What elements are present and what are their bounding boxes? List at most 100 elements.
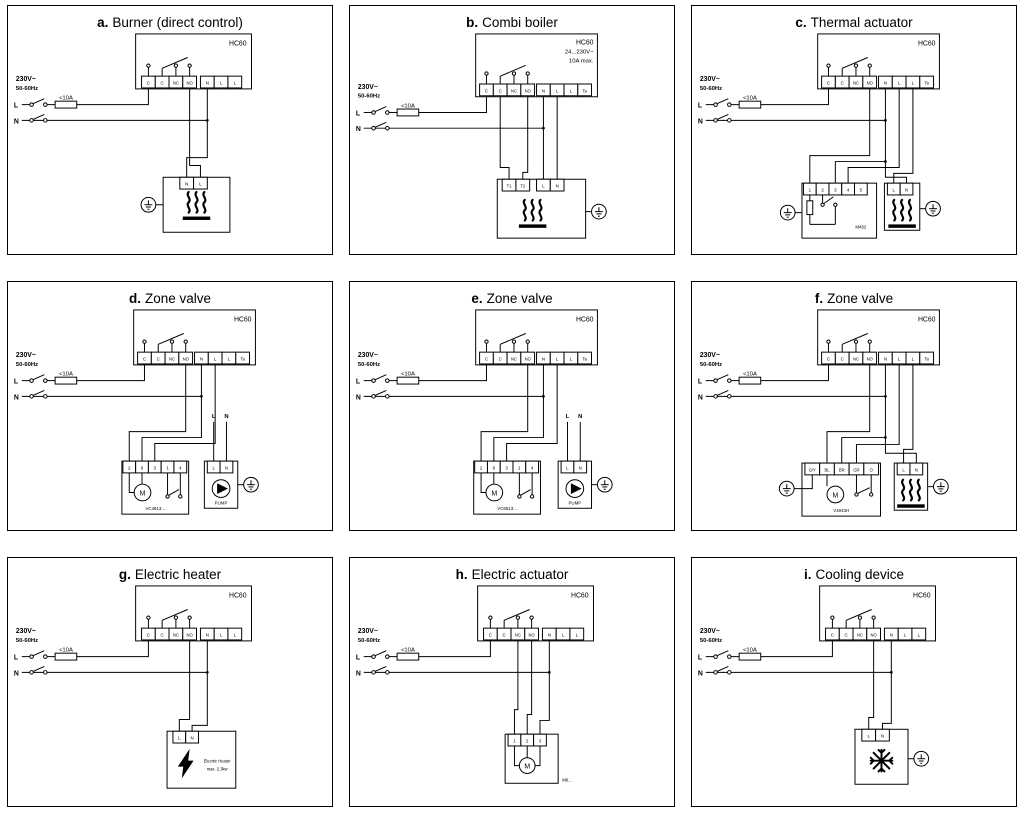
diagram-g: HC60 C C NC NO N L L 230V~ 50-60Hz L N <… <box>14 585 252 789</box>
voltage-label: 230V~ <box>16 76 36 83</box>
fuse-rating-label: <10A <box>59 372 73 378</box>
panel-name: Burner (direct control) <box>112 15 243 30</box>
ground-icon <box>591 203 607 220</box>
motor-icon <box>518 757 536 774</box>
switch-icon <box>29 665 48 675</box>
terminal-strip: C C NC NO N L L Ta <box>137 351 251 365</box>
terminal-label: C <box>161 80 165 85</box>
terminal-label: NO <box>529 632 535 637</box>
pump-load: L N L N PUMP <box>557 414 613 509</box>
fuse-rating-label: <10A <box>743 96 757 102</box>
load-terminal-label: N <box>915 467 918 472</box>
hc60-unit: HC60 24...230V~ 10A max. C C NC NO N L L… <box>475 33 598 98</box>
ground-icon <box>779 204 796 221</box>
motor-icon <box>826 485 845 504</box>
panel-zone-valve-f: f.Zone valve HC60 C C NC NO N L L Ta <box>691 281 1017 531</box>
actuator-model-label: M452 <box>855 224 867 229</box>
load-terminal-label: 4 <box>179 465 182 470</box>
frequency-label: 50-60Hz <box>700 86 722 92</box>
ground-icon <box>596 476 613 493</box>
terminal-label: C <box>147 632 151 637</box>
load-terminal-label: L <box>542 184 545 189</box>
line-label: L <box>356 379 360 386</box>
pump-load: L N L N PUMP <box>203 414 259 509</box>
fuse-icon <box>396 376 420 385</box>
line-label: L <box>698 655 702 662</box>
load-terminal-label: L <box>566 465 569 470</box>
switch-icon <box>713 374 732 383</box>
terminal-strip: C C NC NO N L L Ta <box>479 83 593 97</box>
panel-electric-heater: g.Electric heater HC60 C C NC NO N L L 2… <box>7 557 333 807</box>
terminal-label: Ta <box>240 356 245 361</box>
terminal-label: C <box>841 80 845 85</box>
terminal-strip: C C NC NO N L L Ta <box>479 351 593 365</box>
neutral-label: N <box>14 118 19 125</box>
fuse-icon <box>738 652 762 661</box>
load-terminal-label: G/Y <box>809 467 816 472</box>
terminal-label: NC <box>853 80 859 85</box>
load-terminal-label: N <box>225 465 228 470</box>
terminal-label: L <box>898 80 901 85</box>
boiler-load: T1 T2 L N <box>496 95 607 239</box>
load-terminal-label: N <box>881 734 884 739</box>
burner-load: L N <box>883 182 941 231</box>
terminal-label: N <box>542 88 545 93</box>
hc60-unit: HC60 C C NC NO N L L Ta <box>133 309 256 366</box>
terminal-label: N <box>548 632 551 637</box>
hc60-unit: HC60 C C NC NO N L L <box>135 585 252 642</box>
terminal-label: C <box>845 632 849 637</box>
diagram-a: HC60 C C NC NO N L L 230V~ 50-60Hz L N <… <box>14 33 252 233</box>
panel-name: Electric heater <box>134 567 222 582</box>
switch-icon <box>29 389 48 399</box>
voltage-label: 230V~ <box>700 628 720 635</box>
ground-icon <box>140 196 157 213</box>
terminal-label: L <box>562 632 565 637</box>
burner-load: N L <box>140 87 231 233</box>
frequency-label: 50-60Hz <box>358 638 380 644</box>
panel-cooling-device: i.Cooling device HC60 C C NC NO N L L 23… <box>691 557 1017 807</box>
load-terminal-label: GR <box>853 467 859 472</box>
motor-icon <box>133 483 152 502</box>
load-terminal-label: 1 <box>513 739 516 744</box>
terminal-label: C <box>485 88 489 93</box>
terminal-label: L <box>570 356 573 361</box>
terminal-label: L <box>918 632 921 637</box>
model-label: HC60 <box>918 317 936 324</box>
motor-icon <box>485 483 504 502</box>
mains-supply: 230V~ 50-60Hz L N <10A <box>14 76 209 125</box>
motor-label: M <box>832 492 838 499</box>
panel-letter: h. <box>455 567 468 582</box>
frequency-label: 50-60Hz <box>358 94 380 100</box>
switch-icon <box>713 665 732 675</box>
line-label: L <box>698 103 702 110</box>
panel-zone-valve-d: d.Zone valve HC60 C C NC NO N L L Ta <box>7 281 333 531</box>
load-terminal-label: 2 <box>526 739 529 744</box>
terminal-label: C <box>831 632 835 637</box>
ground-icon <box>243 476 259 493</box>
terminal-label: L <box>556 88 559 93</box>
model-label: HC60 <box>913 593 931 600</box>
voltage-label: 230V~ <box>700 76 720 83</box>
panel-title: h.Electric actuator <box>350 558 674 582</box>
panel-name: Zone valve <box>827 291 894 306</box>
line-label: L <box>14 103 18 110</box>
line-label: L <box>356 655 360 662</box>
model-label: HC60 <box>571 593 589 600</box>
switch-icon <box>371 374 390 383</box>
terminal-label: NC <box>515 632 521 637</box>
terminal-label: NC <box>857 632 863 637</box>
load-terminal-label: 5 <box>860 188 863 193</box>
frequency-label: 50-60Hz <box>358 362 380 368</box>
terminal-label: N <box>542 356 545 361</box>
terminal-label: Ta <box>924 80 929 85</box>
panel-letter: f. <box>814 291 824 306</box>
terminal-label: N <box>884 80 887 85</box>
terminal-label: NO <box>867 356 873 361</box>
actuator-load: 1 2 3 4 5 M452 <box>779 87 914 239</box>
load-terminal-label: N <box>905 188 908 193</box>
fuse-rating-label: <10A <box>401 104 415 110</box>
load-terminal-label: L <box>178 736 181 741</box>
panel-name: Thermal actuator <box>810 15 913 30</box>
panel-title: g.Electric heater <box>8 558 332 582</box>
switch-icon <box>371 389 390 399</box>
